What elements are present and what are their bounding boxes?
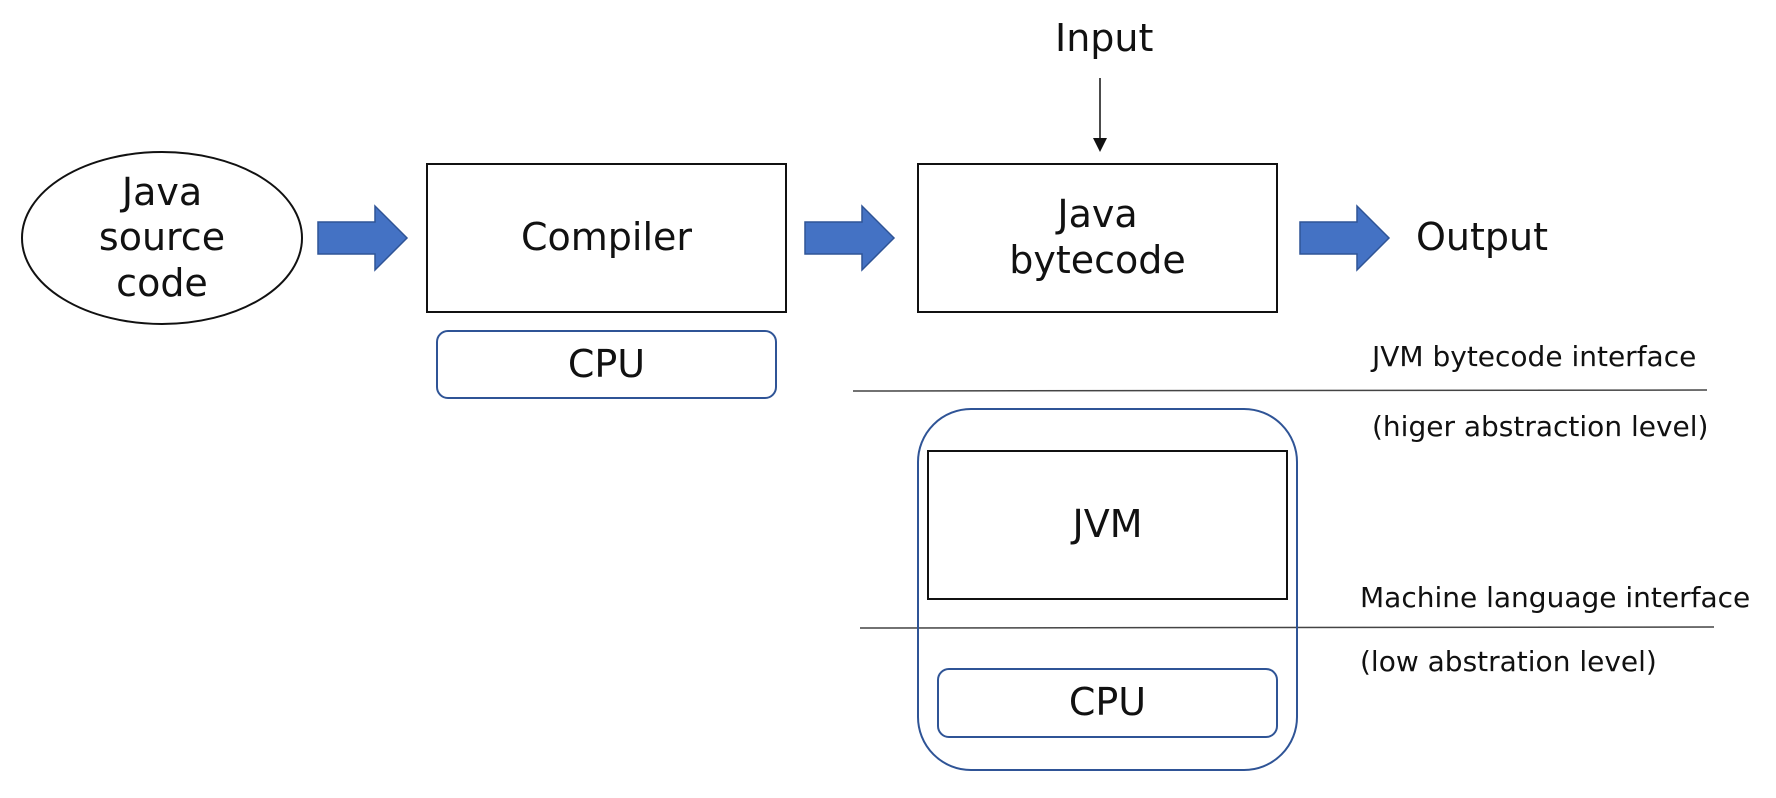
machine-interface-line bbox=[859, 626, 1715, 629]
bytecode-level-label: (higer abstraction level) bbox=[1372, 410, 1709, 443]
input-arrow-head bbox=[1093, 138, 1107, 152]
input-label: Input bbox=[1055, 16, 1154, 60]
arrow-source-to-compiler bbox=[317, 204, 409, 272]
source-label: Java source code bbox=[98, 169, 226, 305]
jvm-label: JVM bbox=[1072, 502, 1143, 547]
jvm-cpu-label: CPU bbox=[1068, 680, 1147, 725]
machine-level-label: (low abstration level) bbox=[1360, 645, 1657, 678]
compiler-label: Compiler bbox=[520, 215, 693, 260]
jvm-cpu-box bbox=[937, 668, 1278, 738]
output-label: Output bbox=[1416, 215, 1548, 259]
compiler-box bbox=[426, 163, 787, 313]
compiler-cpu-box bbox=[436, 330, 777, 399]
jvm-platform-container bbox=[917, 408, 1298, 771]
bytecode-interface-label: JVM bytecode interface bbox=[1372, 340, 1697, 373]
compiler-cpu-label: CPU bbox=[567, 341, 646, 386]
bytecode-interface-line bbox=[852, 389, 1708, 392]
bytecode-label: Java bytecode bbox=[1009, 192, 1186, 282]
jvm-box bbox=[927, 450, 1288, 600]
arrow-bytecode-to-output bbox=[1299, 204, 1391, 272]
machine-interface-label: Machine language interface bbox=[1360, 581, 1751, 614]
bytecode-box bbox=[917, 163, 1278, 313]
arrow-compiler-to-bytecode bbox=[804, 204, 896, 272]
source-ellipse bbox=[21, 151, 303, 325]
